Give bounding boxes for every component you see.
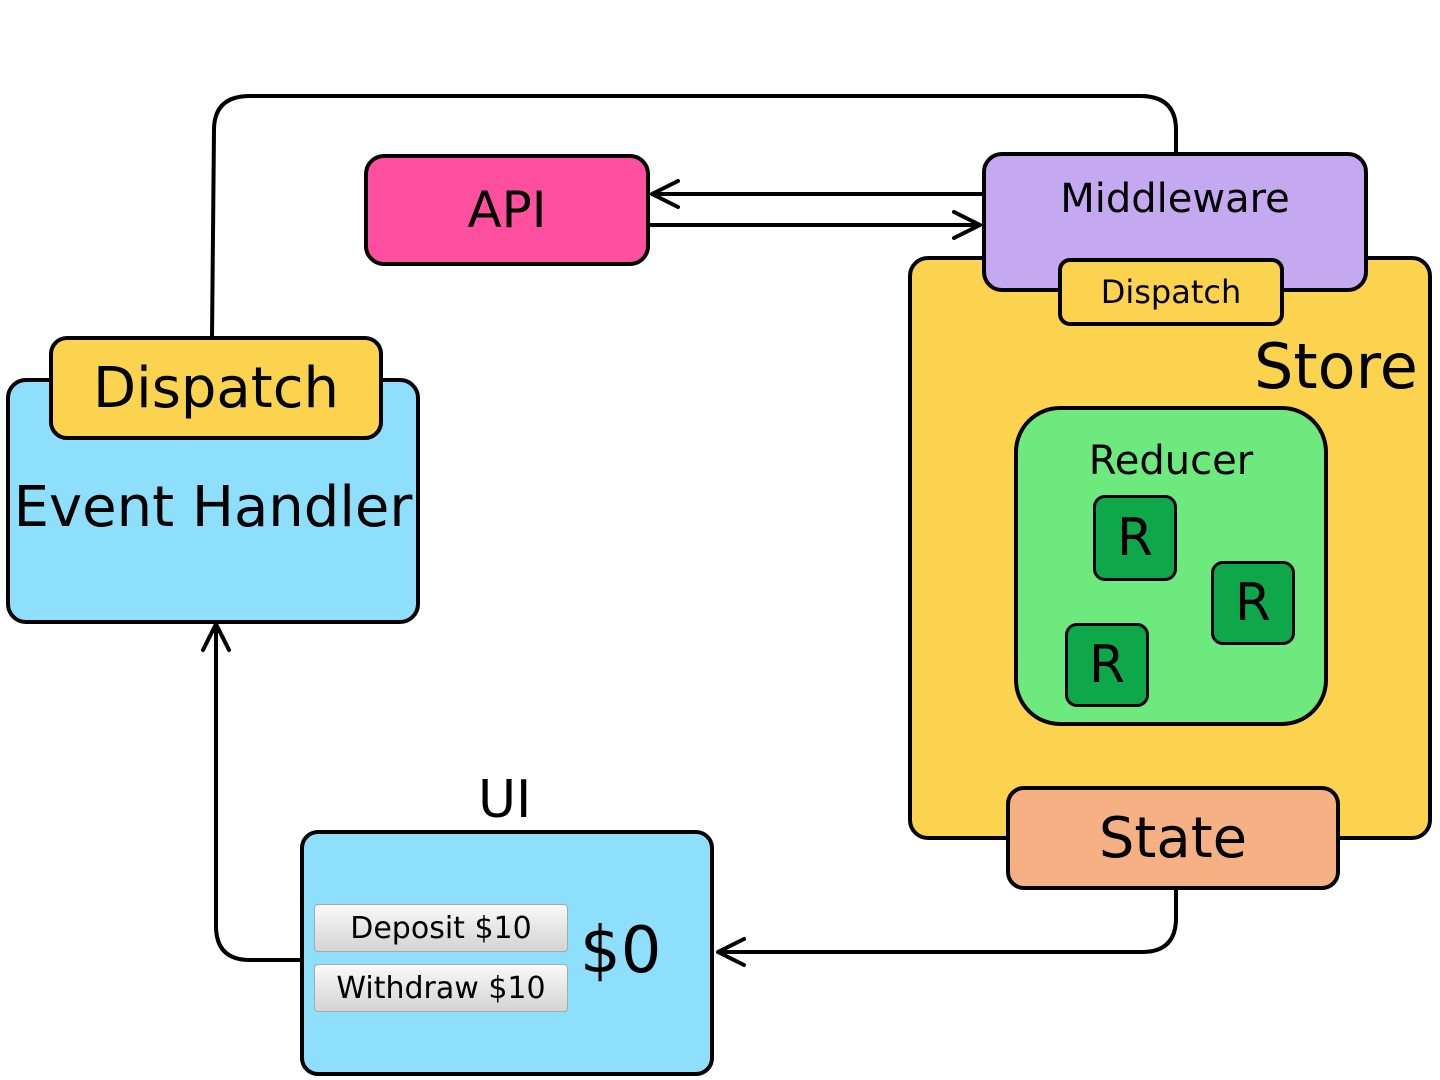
state-box: State	[1006, 786, 1340, 890]
api-label: API	[467, 181, 547, 239]
store-label: Store	[1254, 330, 1418, 403]
sub-reducer-2-label: R	[1234, 573, 1272, 633]
middleware-label: Middleware	[1060, 176, 1290, 222]
edge-state-to-ui	[716, 889, 1178, 967]
event-handler-label: Event Handler	[13, 474, 413, 540]
edge-ui-to-event-handler	[201, 622, 302, 962]
reducer-label: Reducer	[1088, 438, 1254, 484]
sub-reducer-3-label: R	[1088, 635, 1126, 695]
sub-reducer-1: R	[1093, 495, 1177, 581]
sub-reducer-1-label: R	[1116, 508, 1154, 568]
sub-reducer-3: R	[1065, 623, 1149, 707]
ui-box	[300, 830, 714, 1076]
edge-dispatch-to-middleware	[210, 94, 1178, 339]
sub-reducer-2: R	[1211, 561, 1295, 645]
middleware-box: Middleware	[982, 152, 1368, 292]
ui-balance: $0	[580, 914, 662, 988]
store-dispatch-box: Dispatch	[1058, 258, 1284, 326]
event-dispatch-box: Dispatch	[49, 336, 383, 440]
store-dispatch-label: Dispatch	[1100, 273, 1242, 311]
deposit-button[interactable]: Deposit $10	[314, 904, 568, 952]
withdraw-button[interactable]: Withdraw $10	[314, 964, 568, 1012]
event-dispatch-label: Dispatch	[93, 355, 339, 421]
state-label: State	[1098, 805, 1248, 871]
api-box: API	[364, 154, 650, 266]
ui-title: UI	[478, 770, 532, 830]
